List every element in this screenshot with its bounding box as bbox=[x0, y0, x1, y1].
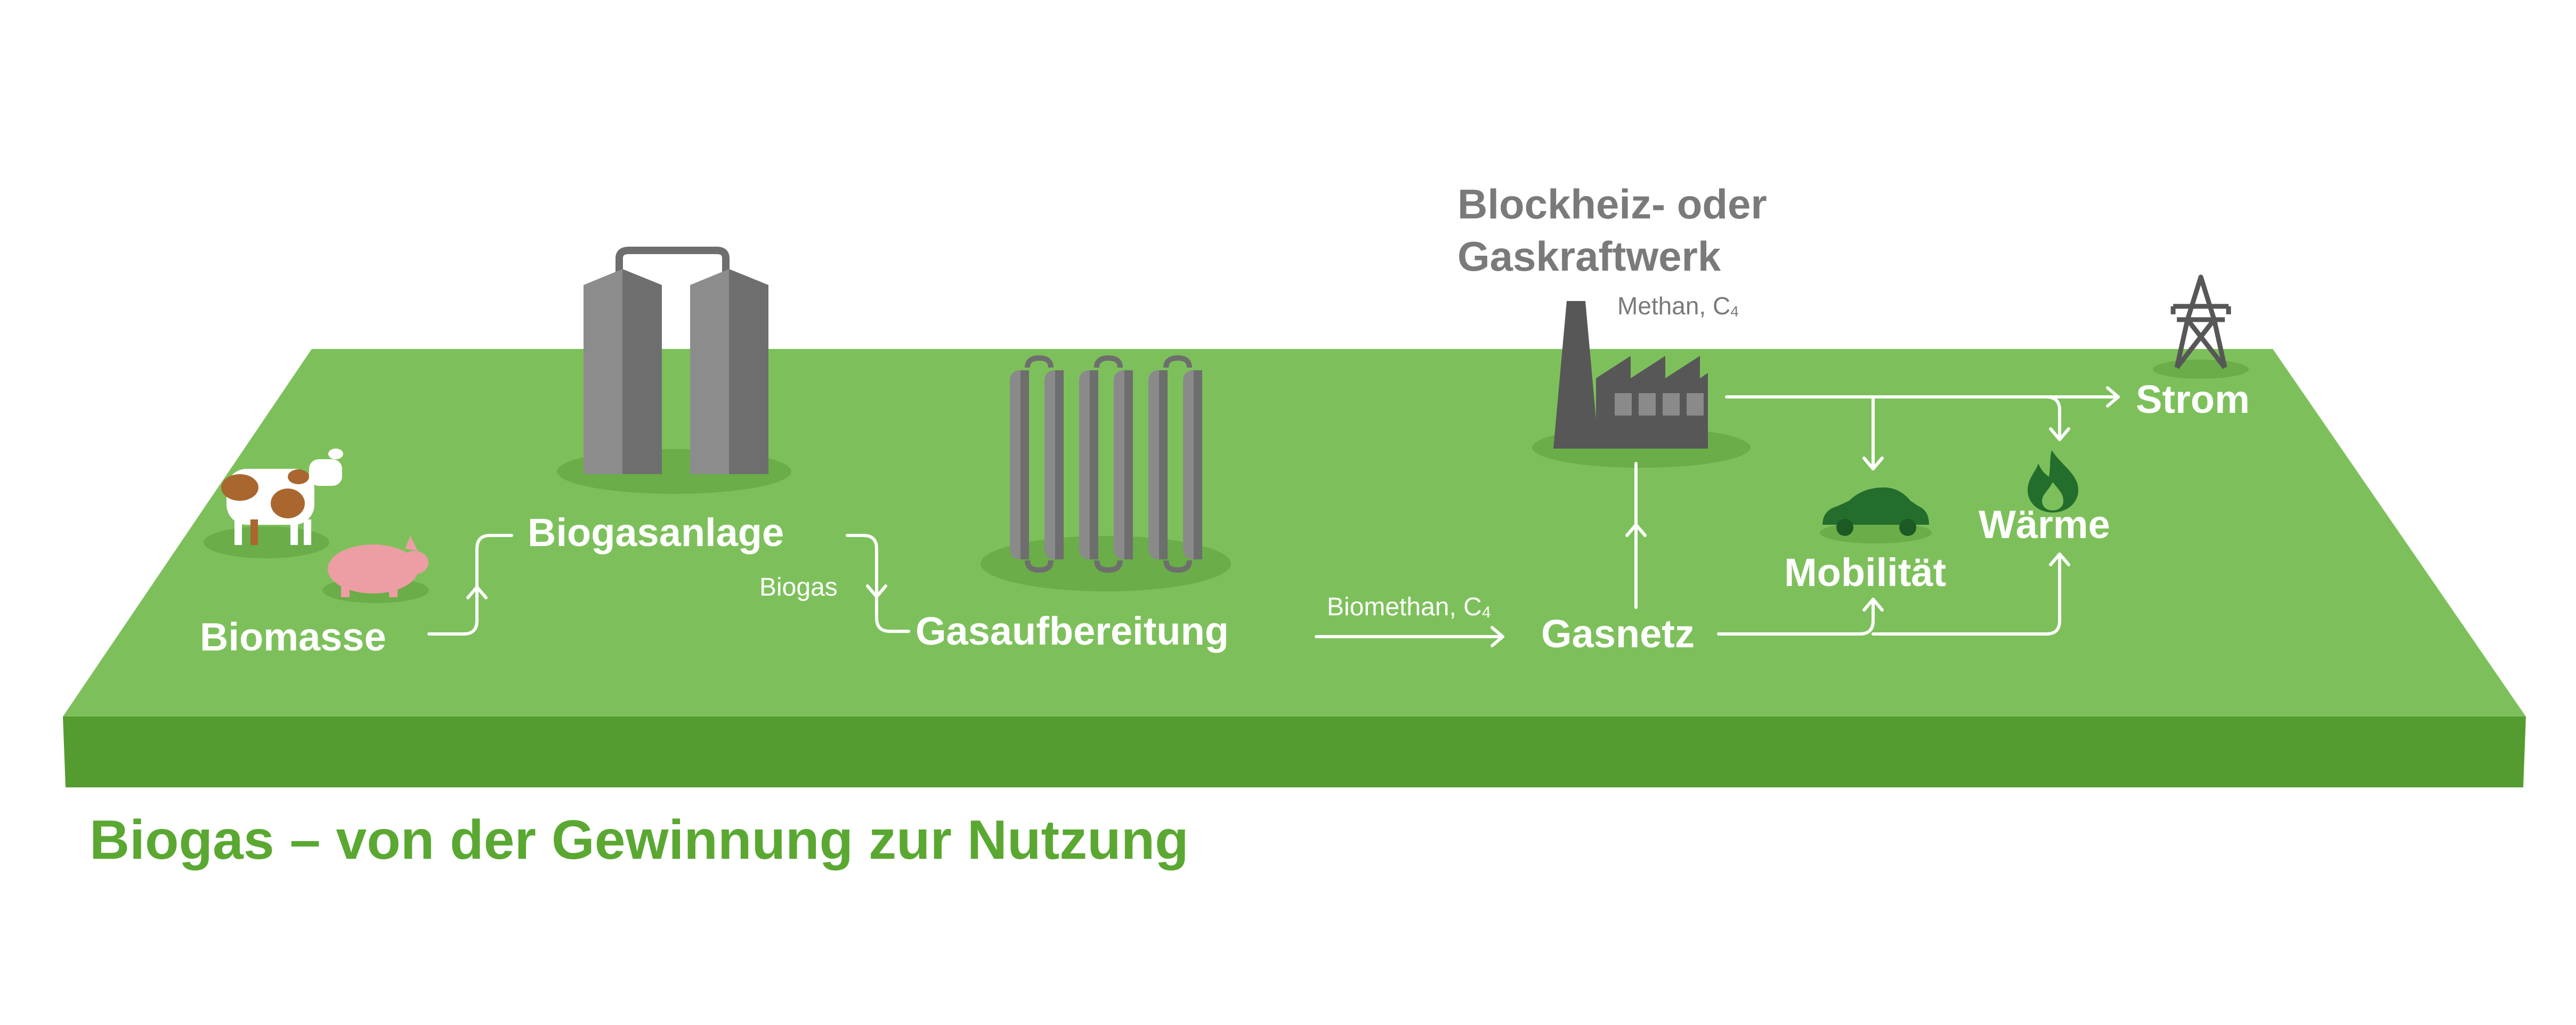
node-kraftwerk-line1: Blockheiz- oder bbox=[1457, 181, 1767, 227]
flow-arrows bbox=[427, 386, 2120, 647]
edge-label-biogas: Biogas bbox=[759, 573, 838, 601]
cow-icon bbox=[204, 449, 343, 558]
power-pylon-icon bbox=[2153, 274, 2249, 379]
edge-label-methan-text: Methan, C bbox=[1617, 292, 1730, 320]
node-kraftwerk-line2: Gaskraftwerk bbox=[1457, 233, 1721, 280]
node-mobilitaet: Mobilität bbox=[1784, 550, 1946, 595]
gas-upgrading-columns-icon bbox=[981, 355, 1231, 591]
node-gasnetz: Gasnetz bbox=[1541, 612, 1695, 656]
node-biomasse: Biomasse bbox=[200, 615, 386, 659]
car-icon bbox=[1820, 487, 1932, 543]
edge-label-methan: Methan, C4 bbox=[1617, 292, 1739, 320]
edge-label-biomethan-text: Biomethan, C bbox=[1327, 593, 1482, 621]
node-strom: Strom bbox=[2136, 377, 2250, 421]
node-waerme: Wärme bbox=[1979, 502, 2110, 547]
silo-icon bbox=[557, 247, 791, 494]
node-gasaufbereitung: Gasaufbereitung bbox=[916, 609, 1229, 653]
diagram-title: Biogas – von der Gewinnung zur Nutzung bbox=[90, 809, 1189, 871]
edge-label-methan-subscript: 4 bbox=[1730, 303, 1739, 320]
edge-label-biomethan: Biomethan, C4 bbox=[1327, 593, 1491, 621]
flame-icon bbox=[2028, 450, 2078, 512]
node-biogasanlage: Biogasanlage bbox=[528, 510, 784, 555]
edge-label-biomethan-subscript: 4 bbox=[1482, 604, 1491, 621]
factory-icon bbox=[1532, 301, 1751, 468]
green-platform bbox=[63, 349, 2526, 787]
pig-icon bbox=[322, 536, 429, 603]
